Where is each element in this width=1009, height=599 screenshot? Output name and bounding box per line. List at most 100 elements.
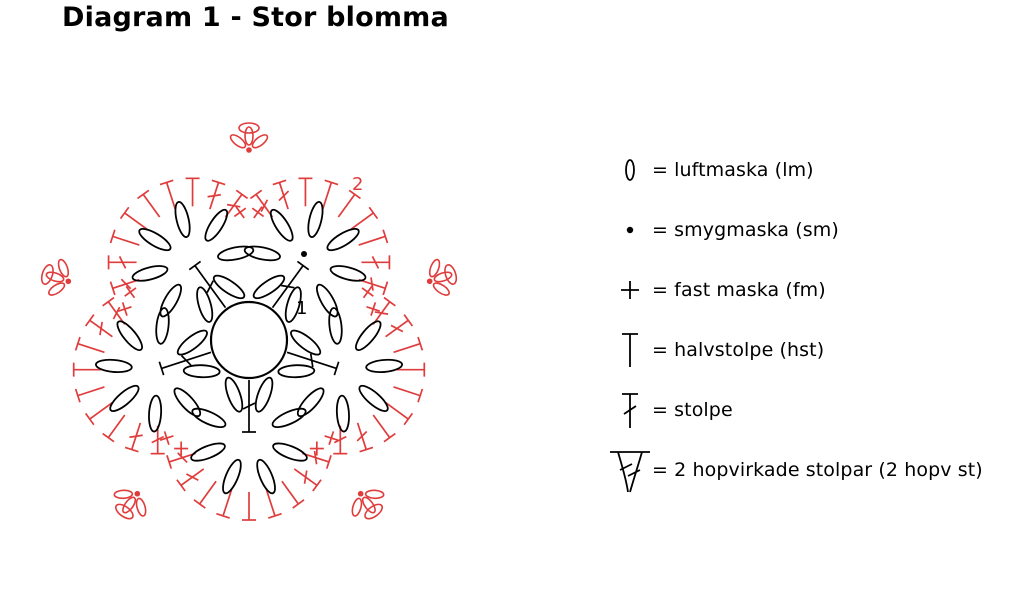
picot-chain-mark [444, 264, 458, 285]
single-crochet-icon [608, 270, 652, 310]
legend-label: = luftmaska (lm) [652, 159, 814, 181]
picot-chain-mark [244, 126, 254, 146]
chain-stitch-mark [272, 442, 308, 462]
chain-stitch-mark [254, 376, 274, 413]
magic-ring [209, 300, 289, 380]
single-crochet-mark-b [235, 206, 245, 219]
half-double-crochet-mark [372, 414, 391, 439]
double-crochet-mark-slash [374, 311, 389, 315]
double-crochet-mark-slash [309, 353, 314, 368]
round-2-label: 2 [352, 174, 363, 195]
double-crochet-mark-slash [242, 402, 256, 410]
double-crochet-mark-bar [124, 446, 139, 453]
half-double-crochet-mark-bar [382, 229, 389, 244]
chain-stitch-mark [290, 329, 322, 356]
chain-stitch-mark [326, 228, 360, 252]
double-crochet-mark-bar [158, 361, 165, 376]
half-double-crochet-mark-bar [292, 499, 305, 509]
legend-label: = stolpe [652, 399, 733, 421]
chain-stitch-mark [173, 387, 202, 418]
double-crochet-mark-slash [129, 434, 143, 439]
chain-stitch-mark [159, 283, 182, 318]
picot-chain-mark [45, 271, 65, 283]
half-double-crochet-mark-bar [216, 512, 230, 519]
double-crochet-mark-bar [249, 189, 263, 200]
half-double-crochet-mark [337, 193, 356, 218]
half-double-crochet-mark [124, 212, 148, 231]
double-crochet-cluster-icon [608, 450, 652, 493]
picot-chain-mark [40, 264, 54, 285]
half-double-crochet-mark [107, 414, 126, 439]
chain-stitch-mark [204, 208, 229, 242]
double-crochet-mark-slash [151, 435, 165, 444]
chain-stitch-mark [296, 387, 325, 418]
half-double-crochet-mark [77, 386, 105, 397]
double-crochet-mark-bar [296, 260, 310, 271]
half-double-crochet-mark-bar [74, 336, 81, 351]
round-1-label: 1 [296, 298, 307, 319]
chain-stitch-mark [284, 286, 302, 323]
picot-chain-mark [229, 134, 247, 149]
picot-chain-mark [48, 282, 66, 296]
half-double-crochet-mark [393, 342, 421, 354]
double-crochet-mark-slash [390, 324, 404, 333]
half-double-crochet-mark [165, 182, 177, 210]
chain-stitch-icon [608, 150, 652, 190]
half-double-crochet-mark-bar [268, 512, 282, 519]
double-crochet-mark-bar [188, 260, 202, 271]
half-double-crochet-mark-bar [74, 388, 81, 403]
half-double-crochet-mark-bar [368, 206, 379, 220]
double-crochet-mark-slash [260, 199, 269, 213]
double-crochet-mark-slash [226, 203, 241, 208]
double-crochet-mark-bar [166, 455, 173, 469]
half-double-crochet-mark-bar [324, 179, 339, 186]
legend-item-chain: = luftmaska (lm) [608, 150, 814, 190]
double-crochet-mark-slash [313, 450, 318, 465]
picot-chain-mark [364, 503, 384, 520]
page-title: Diagram 1 - Stor blomma [62, 2, 449, 33]
picot-slip-mark [426, 278, 433, 285]
chain-stitch-mark [252, 274, 286, 300]
double-crochet-icon [608, 390, 652, 430]
half-double-crochet-mark [112, 235, 140, 246]
double-crochet-mark-slash [370, 277, 374, 291]
chain-stitch-mark [212, 274, 246, 300]
chain-stitch-mark [148, 394, 163, 433]
legend-label: = halvstolpe (hst) [652, 339, 825, 361]
half-double-crochet-mark [142, 193, 161, 218]
chain-stitch-mark [196, 286, 214, 323]
double-crochet-mark-bar [333, 361, 340, 376]
chain-stitch-mark [95, 358, 133, 374]
picot-chain-mark [114, 503, 134, 520]
picot-chain-mark [364, 489, 385, 500]
half-double-crochet-icon [608, 330, 652, 370]
chain-stitch-mark [191, 407, 227, 429]
picot-chain-mark [361, 496, 376, 514]
half-double-crochet-mark-bar [383, 432, 396, 443]
double-crochet-mark-bar [211, 179, 226, 186]
double-crochet-mark-bar [176, 479, 186, 492]
chain-stitch-mark [277, 364, 316, 379]
chain-stitch-mark [131, 265, 169, 282]
picot-chain-mark [113, 489, 134, 500]
picot-slip-mark [134, 490, 141, 497]
chain-stitch-mark [355, 320, 382, 351]
double-crochet-mark-slash [118, 255, 127, 269]
slip-stitch-mark [301, 251, 307, 257]
half-double-crochet-mark-bar [417, 388, 424, 403]
slip-stitch-icon [608, 210, 652, 250]
double-crochet-mark-bar [359, 446, 374, 453]
double-crochet-mark-bar [325, 455, 332, 469]
double-crochet-mark-slash [177, 452, 188, 464]
half-double-crochet-mark-bar [109, 229, 116, 244]
double-crochet-mark-slash [120, 278, 132, 290]
half-double-crochet-mark [222, 488, 233, 517]
half-double-crochet-mark [77, 342, 105, 354]
picot-chain-mark [351, 497, 363, 517]
chain-stitch-mark [222, 458, 242, 495]
single-crochet-mark-b [362, 285, 373, 299]
picot-chain-mark [122, 496, 137, 514]
double-crochet-mark-bar [102, 296, 115, 307]
legend-label: = fast maska (fm) [652, 279, 826, 301]
half-double-crochet-mark-bar [137, 189, 150, 200]
